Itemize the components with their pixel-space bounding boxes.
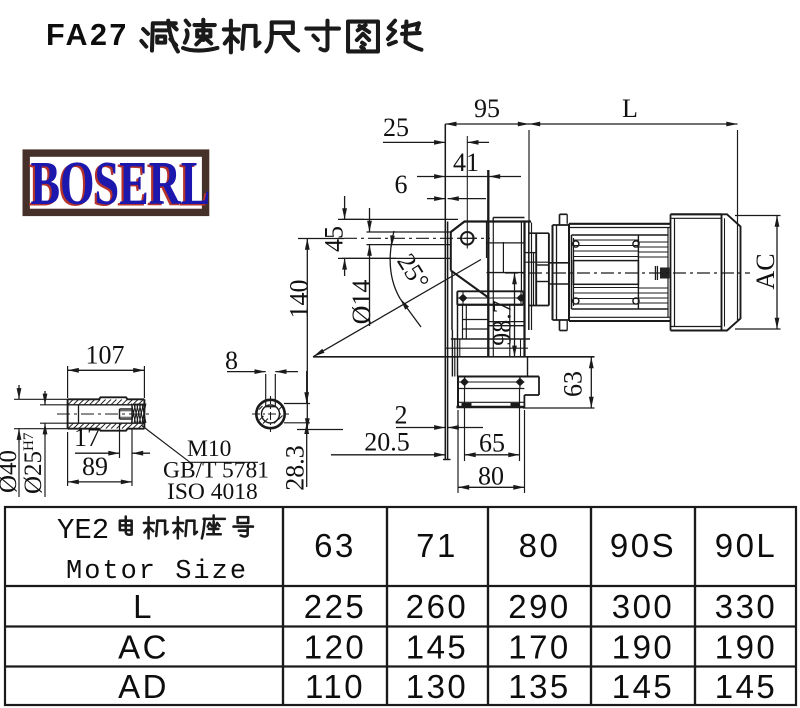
svg-text:ISO 4018: ISO 4018	[167, 479, 258, 505]
svg-text:Ø14: Ø14	[347, 280, 376, 325]
svg-text:98.7: 98.7	[488, 300, 517, 346]
svg-text:6: 6	[395, 170, 408, 199]
svg-text:Motor Size: Motor Size	[66, 557, 248, 587]
svg-text:M10: M10	[187, 436, 231, 462]
svg-text:95: 95	[474, 94, 500, 123]
svg-text:63: 63	[559, 371, 588, 397]
svg-text:140: 140	[285, 280, 314, 319]
svg-text:BOSERL: BOSERL	[28, 150, 208, 219]
svg-text:2: 2	[395, 401, 408, 430]
svg-text:25°: 25°	[391, 248, 435, 294]
svg-text:145: 145	[715, 668, 778, 705]
svg-text:110: 110	[305, 668, 365, 705]
svg-text:80: 80	[478, 462, 504, 491]
svg-text:145: 145	[612, 668, 675, 705]
svg-text:28.3: 28.3	[281, 445, 310, 491]
svg-text:71: 71	[416, 527, 458, 564]
svg-text:Ø25H7: Ø25H7	[20, 432, 47, 494]
svg-text:17: 17	[74, 423, 100, 452]
svg-text:63: 63	[314, 527, 356, 564]
svg-text:90L: 90L	[715, 527, 778, 564]
svg-text:260: 260	[406, 588, 469, 625]
svg-text:145: 145	[406, 629, 469, 666]
svg-text:L: L	[622, 94, 638, 123]
svg-text:80: 80	[519, 527, 561, 564]
svg-text:107: 107	[86, 341, 125, 370]
svg-text:130: 130	[406, 668, 469, 705]
svg-text:190: 190	[612, 629, 675, 666]
svg-text:AC: AC	[118, 629, 169, 666]
svg-text:65: 65	[479, 429, 505, 458]
svg-text:170: 170	[508, 629, 571, 666]
svg-text:Ø40: Ø40	[0, 450, 22, 493]
svg-text:300: 300	[612, 588, 675, 625]
svg-text:YE2: YE2	[57, 514, 109, 547]
svg-text:BOSERL: BOSERL	[31, 149, 211, 218]
svg-text:135: 135	[508, 668, 571, 705]
svg-text:41: 41	[453, 148, 479, 177]
svg-text:89: 89	[82, 452, 108, 481]
svg-text:FA27: FA27	[46, 18, 129, 52]
svg-text:8: 8	[225, 346, 238, 375]
svg-text:AC: AC	[751, 253, 780, 289]
svg-text:L: L	[133, 588, 154, 625]
svg-text:120: 120	[304, 629, 367, 666]
svg-text:330: 330	[715, 588, 778, 625]
svg-text:190: 190	[715, 629, 778, 666]
svg-text:90S: 90S	[610, 527, 676, 564]
svg-text:25: 25	[383, 113, 409, 142]
svg-text:GB/T 5781: GB/T 5781	[163, 458, 269, 484]
svg-text:225: 225	[304, 588, 367, 625]
svg-text:20.5: 20.5	[364, 428, 410, 457]
svg-text:290: 290	[508, 588, 571, 625]
svg-text:AD: AD	[118, 668, 169, 705]
